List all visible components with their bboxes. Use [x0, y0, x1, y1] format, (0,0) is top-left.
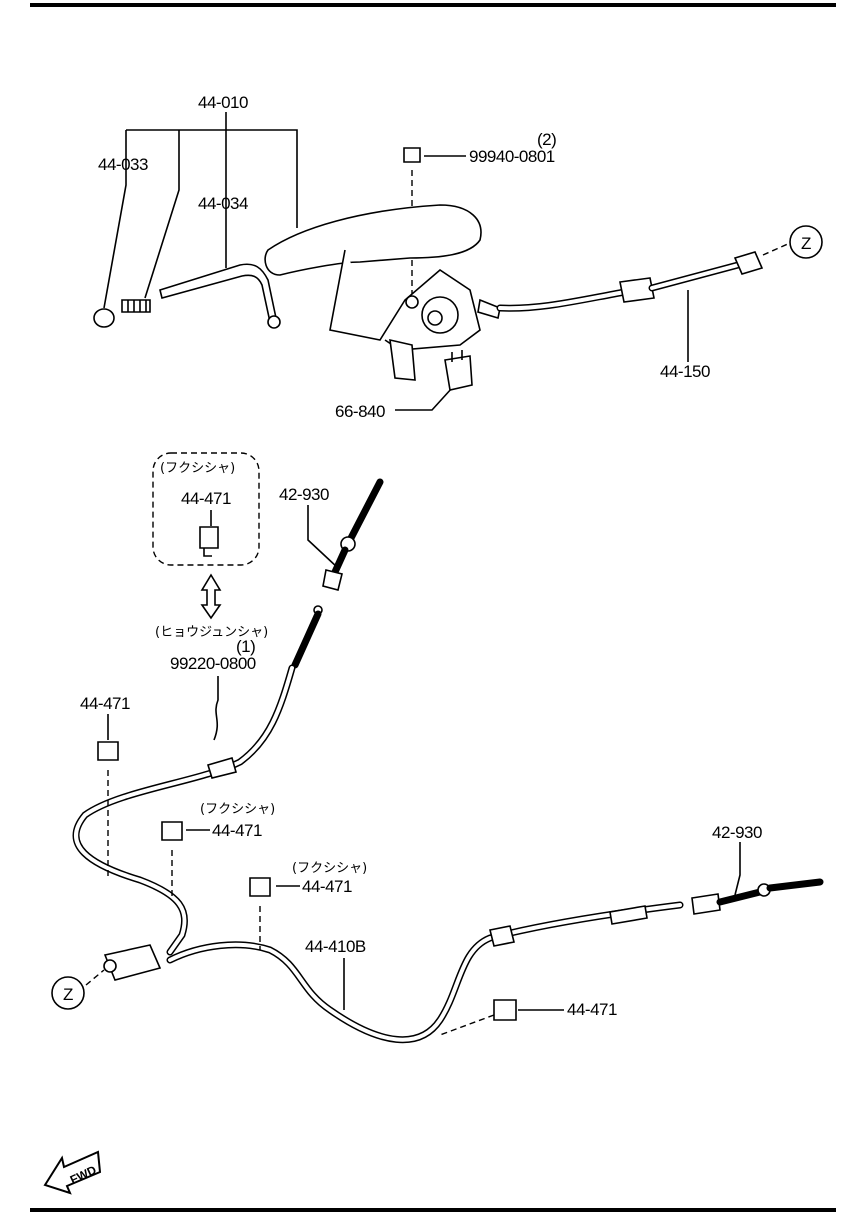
lever-cap: [93, 308, 115, 328]
clip-right: [439, 999, 564, 1036]
label-99940-0801: 99940-0801: [469, 147, 555, 166]
label-44-471-center: 44-471: [302, 877, 352, 896]
clip-mid: [161, 821, 210, 900]
label-42-930-left: 42-930: [279, 485, 329, 504]
connector-z-top: Z: [789, 225, 823, 259]
wire-clip: [213, 676, 219, 741]
connector-z-bottom: Z: [51, 969, 105, 1010]
label-44-010: 44-010: [198, 93, 248, 112]
front-cable: [496, 251, 764, 312]
label-clip-std-qty: (1): [236, 637, 255, 656]
rear-cable-right: [691, 842, 824, 915]
brake-switch: [444, 350, 473, 391]
swap-arrow: [200, 573, 222, 620]
label-mid-tag: (フクシシャ): [200, 802, 275, 817]
label-42-930-right: 42-930: [712, 823, 762, 842]
bottom-border: [30, 1208, 836, 1212]
label-center-tag: (フクシシャ): [292, 861, 367, 876]
label-optional-tag: (フクシシャ): [160, 461, 235, 476]
label-standard-tag: (ヒョウジュンシャ): [155, 625, 268, 640]
parking-brake-lever: [264, 204, 501, 381]
label-44-471-right: 44-471: [567, 1000, 617, 1019]
label-44-034: 44-034: [198, 194, 248, 213]
nut: [403, 147, 421, 163]
svg-text:Z: Z: [801, 234, 811, 253]
equalizer-cable: [72, 664, 684, 1044]
optional-clip-box: [152, 452, 260, 566]
lever-spring: [121, 299, 151, 313]
label-66-840: 66-840: [335, 402, 385, 421]
clip-center: [249, 877, 300, 950]
label-99220-0800: 99220-0800: [170, 654, 256, 673]
rear-cable-left: [291, 478, 384, 669]
clip-left: [97, 714, 119, 880]
label-44-410b: 44-410B: [305, 937, 366, 956]
label-44-033: 44-033: [98, 155, 148, 174]
label-44-471-left: 44-471: [80, 694, 130, 713]
top-border: [30, 3, 836, 7]
lever-rod: [159, 263, 281, 329]
svg-text:Z: Z: [63, 985, 73, 1004]
fwd-arrow-icon: FWD: [43, 1150, 102, 1195]
label-44-471-optional: 44-471: [181, 489, 231, 508]
label-44-471-mid: 44-471: [212, 821, 262, 840]
label-44-150: 44-150: [660, 362, 710, 381]
label-nut-qty: (2): [537, 130, 556, 149]
